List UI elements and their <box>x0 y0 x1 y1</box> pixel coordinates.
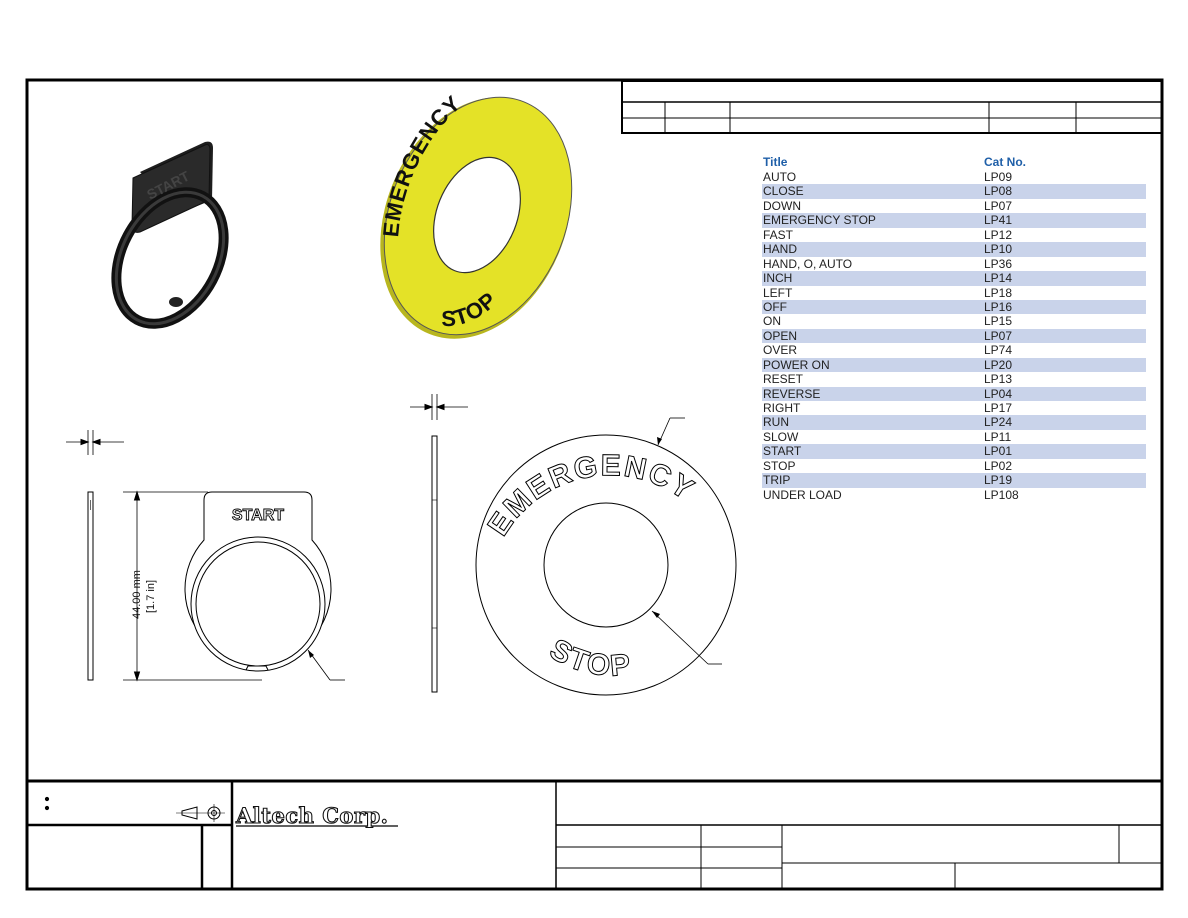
row-title: RUN <box>763 415 789 430</box>
row-cat-no: LP108 <box>984 487 1019 502</box>
revision-block <box>621 80 1163 134</box>
table-row: SLOW LP11 <box>762 430 1146 444</box>
table-row: START LP01 <box>762 444 1146 459</box>
table-row: RIGHT LP17 <box>762 401 1146 415</box>
row-cat-no: LP16 <box>984 299 1013 314</box>
header-title: Title <box>763 155 788 169</box>
height-dim-mm: 44.00 mm <box>131 570 143 619</box>
row-cat-no: LP11 <box>984 429 1012 444</box>
row-title: TRIP <box>763 473 791 488</box>
table-row: CLOSE LP08 <box>762 184 1146 199</box>
table-row: TRIP LP19 <box>762 473 1146 488</box>
row-cat-no: LP01 <box>984 444 1013 459</box>
row-title: AUTO <box>763 170 797 184</box>
row-cat-no: LP04 <box>984 386 1013 401</box>
parts-table-header: Title Cat No. <box>762 155 1146 170</box>
row-title: OPEN <box>763 328 798 343</box>
table-row: EMERGENCY STOP LP41 <box>762 213 1146 228</box>
table-row: OVER LP74 <box>762 343 1146 357</box>
row-cat-no: LP12 <box>984 227 1013 242</box>
table-row: ON LP15 <box>762 314 1146 328</box>
row-cat-no: LP36 <box>984 256 1013 271</box>
row-title: INCH <box>763 271 793 286</box>
row-title: REVERSE <box>763 386 821 401</box>
table-row: STOP LP02 <box>762 459 1146 473</box>
estop-side-view <box>410 394 468 693</box>
row-title: FAST <box>763 227 794 242</box>
row-cat-no: LP07 <box>984 328 1013 343</box>
table-row: RUN LP24 <box>762 415 1146 430</box>
start-front-text: START <box>232 507 284 524</box>
row-cat-no: LP20 <box>984 357 1013 372</box>
row-cat-no: LP15 <box>984 314 1013 329</box>
row-cat-no: LP19 <box>984 473 1013 488</box>
emergency-stop-ring-3d: EMERGENCY STOP <box>378 90 573 339</box>
row-title: OVER <box>763 343 798 358</box>
company-logo: Altech Corp. <box>235 802 389 828</box>
start-label-3d: START <box>111 141 229 329</box>
height-dim-in: [1.7 in] <box>145 579 157 613</box>
row-cat-no: LP09 <box>984 170 1013 184</box>
table-row: UNDER LOAD LP108 <box>762 488 1146 502</box>
table-row: OFF LP16 <box>762 299 1146 315</box>
row-cat-no: LP02 <box>984 458 1013 473</box>
table-row: DOWN LP07 <box>762 199 1146 213</box>
title-block <box>27 779 1162 889</box>
table-row: LEFT LP18 <box>762 286 1146 300</box>
start-label-side-view <box>66 430 124 681</box>
row-cat-no: LP24 <box>984 415 1013 430</box>
sheet-border <box>25 78 1164 891</box>
table-row: OPEN LP07 <box>762 328 1146 344</box>
row-cat-no: LP13 <box>984 372 1013 387</box>
row-title: ON <box>763 314 781 329</box>
row-title: RESET <box>763 372 804 387</box>
table-row: REVERSE LP04 <box>762 386 1146 401</box>
row-title: STOP <box>763 458 796 473</box>
table-row: RESET LP13 <box>762 372 1146 386</box>
start-label-front-view: START <box>184 491 345 681</box>
row-cat-no: LP07 <box>984 198 1013 213</box>
projection-symbol-icon <box>176 804 225 822</box>
table-row: HAND LP10 <box>762 242 1146 257</box>
estop-front-view: EMERGENCY STOP <box>475 417 737 696</box>
row-cat-no: LP10 <box>984 242 1013 257</box>
table-row: AUTO LP09 <box>762 170 1146 184</box>
row-cat-no: LP14 <box>984 271 1013 286</box>
row-cat-no: LP18 <box>984 285 1013 300</box>
row-title: HAND <box>763 242 798 257</box>
height-dimension <box>123 490 262 682</box>
row-title: SLOW <box>763 429 799 444</box>
row-title: UNDER LOAD <box>763 487 842 502</box>
row-title: RIGHT <box>763 401 801 415</box>
row-cat-no: LP17 <box>984 401 1013 415</box>
table-row: HAND, O, AUTO LP36 <box>762 257 1146 271</box>
table-row: POWER ON LP20 <box>762 357 1146 373</box>
row-title: EMERGENCY STOP <box>763 213 876 228</box>
row-title: DOWN <box>763 198 801 213</box>
row-title: POWER ON <box>763 357 830 372</box>
row-cat-no: LP41 <box>984 213 1013 228</box>
row-title: START <box>763 444 802 459</box>
header-cat-no: Cat No. <box>984 155 1026 169</box>
table-row: FAST LP12 <box>762 228 1146 242</box>
row-title: OFF <box>763 299 787 314</box>
row-cat-no: LP74 <box>984 343 1013 358</box>
row-title: CLOSE <box>763 184 804 199</box>
row-cat-no: LP08 <box>984 184 1013 199</box>
row-title: HAND, O, AUTO <box>763 256 853 271</box>
row-title: LEFT <box>763 285 793 300</box>
table-row: INCH LP14 <box>762 271 1146 286</box>
